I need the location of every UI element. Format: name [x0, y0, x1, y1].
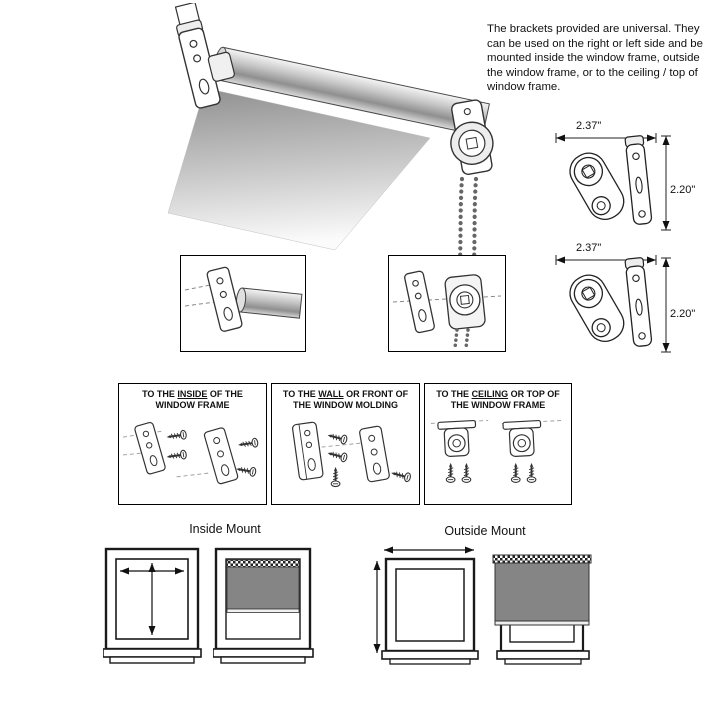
- roller-strip: [226, 559, 300, 568]
- screw-icon: [325, 447, 349, 464]
- inside-mount-shade-diagram: [213, 547, 314, 664]
- window-sill: [103, 648, 202, 658]
- mount-option-illustration: [430, 419, 564, 484]
- outside-mount-shade-diagram: [492, 554, 592, 665]
- bracket-width-label: 2.37": [576, 120, 602, 132]
- bead-chain: [457, 176, 479, 268]
- bracket-dimension-diagram-top: [555, 133, 671, 231]
- bead-chain: [453, 328, 470, 350]
- screw-icon: [165, 448, 188, 463]
- roller-shade-overview-illustration: [167, 3, 494, 268]
- intro-text: The brackets provided are universal. The…: [487, 23, 703, 94]
- ceiling-bracket: [437, 419, 477, 457]
- clutch-bracket: [450, 99, 494, 175]
- bracket: [203, 427, 239, 485]
- bracket: [134, 421, 166, 475]
- screw-icon: [389, 467, 413, 484]
- window-sill: [496, 650, 590, 660]
- mount-option-illustration: [292, 421, 413, 488]
- bracket-plate: [569, 274, 625, 342]
- outside-mount-measure-diagram: [373, 546, 479, 665]
- shade-panel: [494, 562, 590, 622]
- screw-icon: [236, 436, 260, 451]
- bracket-width-label: 2.37": [576, 242, 602, 254]
- outside-mount-label: Outside Mount: [444, 524, 526, 538]
- screw-icon: [526, 461, 537, 484]
- screw-icon: [234, 463, 258, 478]
- bracket: [206, 266, 243, 332]
- inside-mount-measure-diagram: [103, 547, 202, 664]
- bottom-rail: [494, 620, 590, 626]
- bracket-dimension-diagram-bottom: [555, 255, 671, 353]
- bracket: [404, 270, 435, 334]
- screw-icon: [510, 461, 522, 484]
- bracket-plate: [569, 152, 625, 220]
- bracket-flange: [624, 257, 653, 347]
- screw-icon: [445, 461, 456, 484]
- bracket-flange: [624, 135, 653, 225]
- window-sill: [213, 648, 314, 658]
- tube-end: [235, 287, 303, 319]
- mount-option-ceiling: TO THE CEILING OR TOP OF THE WINDOW FRAM…: [424, 383, 572, 505]
- mount-option-illustration: [122, 421, 260, 485]
- screw-icon: [330, 465, 341, 488]
- bracket-tube-detail: [180, 255, 306, 352]
- bracket-chain-detail: [388, 255, 506, 352]
- mount-option-title: TO THE CEILING OR TOP OF THE WINDOW FRAM…: [436, 389, 560, 410]
- bracket: [292, 421, 324, 481]
- inside-mount-label: Inside Mount: [189, 522, 261, 536]
- ceiling-bracket: [502, 419, 542, 457]
- roller-strip: [492, 554, 592, 564]
- shade-fabric: [167, 87, 431, 251]
- bracket-height-label: 2.20": [670, 184, 696, 196]
- mount-option-inside: TO THE INSIDE OF THE WINDOW FRAME: [118, 383, 267, 505]
- window-sill: [381, 650, 479, 660]
- screw-icon: [461, 461, 472, 484]
- mount-option-wall: TO THE WALL OR FRONT OF THE WINDOW MOLDI…: [271, 383, 420, 505]
- screw-icon: [325, 429, 349, 446]
- screw-icon: [165, 429, 188, 443]
- mount-option-title: TO THE WALL OR FRONT OF THE WINDOW MOLDI…: [282, 389, 409, 410]
- left-bracket: [174, 3, 235, 109]
- bracket: [359, 425, 390, 483]
- mount-option-title: TO THE INSIDE OF THE WINDOW FRAME: [142, 389, 243, 410]
- shade-panel: [226, 566, 300, 610]
- clutch: [444, 274, 486, 330]
- bottom-rail: [226, 608, 300, 613]
- bracket-height-label: 2.20": [670, 308, 696, 320]
